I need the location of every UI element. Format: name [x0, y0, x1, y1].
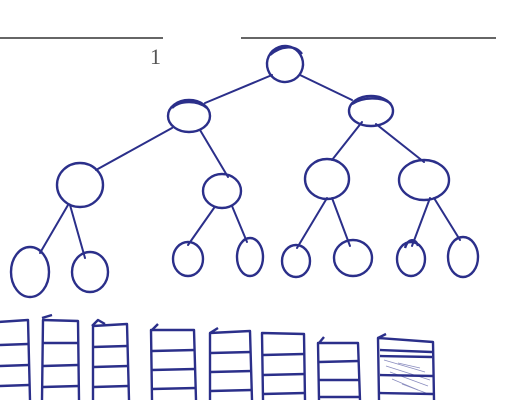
bucket-row: [0, 313, 436, 400]
tree-leaf-stroke: [403, 239, 420, 249]
tree-node-root-stroke: [269, 46, 303, 56]
tree-node-level-2: [55, 161, 105, 209]
bucket: [316, 336, 362, 400]
edge: [299, 74, 353, 101]
bucket: [149, 323, 198, 400]
bucket-shaded: [376, 332, 436, 400]
tree-node-level-1-stroke: [351, 97, 392, 106]
edge: [331, 197, 351, 247]
tree-leaf: [70, 250, 110, 294]
bucket: [91, 318, 131, 400]
tree-nodes: [9, 44, 480, 299]
edge: [204, 74, 273, 104]
bucket: [208, 326, 254, 400]
edge: [69, 204, 86, 259]
tree-leaf: [9, 245, 51, 299]
tree-leaf: [332, 238, 374, 278]
tree-edges: [39, 74, 461, 259]
tree-node-root: [265, 44, 305, 84]
edge: [375, 123, 425, 163]
page-number: 1: [150, 44, 161, 69]
tree-node-level-1: [166, 98, 212, 134]
edge: [296, 197, 328, 249]
tree-leaf: [446, 235, 480, 279]
edge: [187, 207, 215, 246]
edge: [95, 127, 173, 171]
tree-node-level-2: [397, 158, 451, 202]
tree-leaf: [395, 240, 427, 278]
bucket: [40, 313, 81, 400]
edge: [199, 129, 229, 178]
edge: [433, 197, 461, 241]
edge: [411, 197, 431, 247]
edge: [231, 205, 248, 243]
tree-node-level-1: [347, 94, 395, 128]
tree-leaf: [280, 243, 312, 279]
tree-leaf: [171, 240, 205, 278]
edge: [331, 121, 363, 161]
tree-node-level-1-stroke: [171, 100, 208, 109]
edge: [39, 204, 69, 254]
bucket: [0, 318, 32, 400]
tree-leaf: [235, 236, 265, 278]
tree-node-level-2: [303, 157, 351, 201]
tree-node-level-2: [201, 172, 243, 210]
bucket: [260, 331, 307, 400]
